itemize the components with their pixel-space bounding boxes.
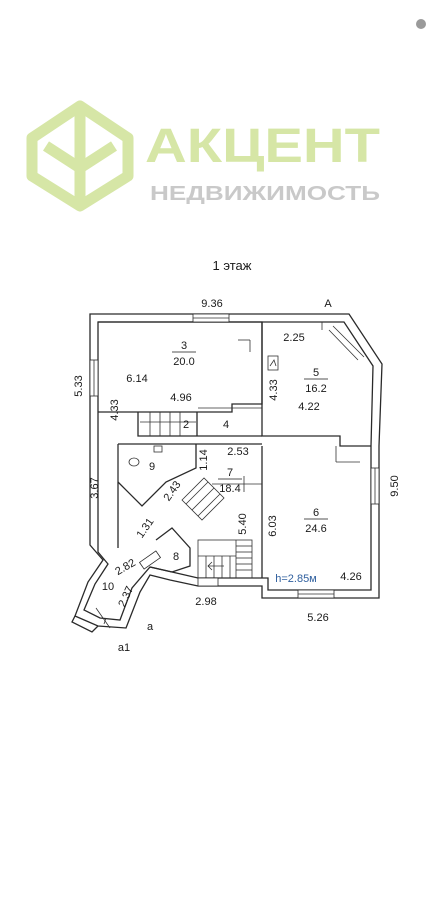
dim-left-upper: 5.33: [73, 375, 85, 396]
point-label-a: а: [147, 621, 154, 633]
dim-hall-2-53: 2.53: [227, 446, 248, 458]
dim-room5-top: 2.25: [283, 332, 304, 344]
room-labels: 3 20.0 5 16.2 7 18.4 6 24.6 2 4 9 8 10: [102, 340, 328, 593]
dim-room6-height: 6.03: [267, 515, 279, 536]
floor-title: 1 этаж: [213, 258, 252, 273]
room-3-number: 3: [181, 340, 187, 352]
room-6-number: 6: [313, 507, 319, 519]
brand-tagline: НЕДВИЖИМОСТЬ: [150, 183, 380, 205]
room-5-number: 5: [313, 367, 319, 379]
dim-room6-width: 4.26: [340, 571, 361, 583]
room-6-area: 24.6: [305, 523, 326, 535]
dim-room5-height: 4.33: [268, 379, 280, 400]
dim-diag-1-31: 1.31: [134, 516, 156, 540]
dim-stair-5-40: 5.40: [237, 513, 249, 534]
plan-windows: [89, 313, 380, 599]
dim-bottom-right: 5.26: [307, 612, 328, 624]
company-logo: АКЦЕНТ НЕДВИЖИМОСТЬ: [26, 100, 380, 212]
room-3-area: 20.0: [173, 356, 194, 368]
dim-room5-width: 4.22: [298, 401, 319, 413]
room-10-number: 10: [102, 581, 114, 593]
dim-top: 9.36: [201, 298, 222, 310]
corner-dot: [416, 19, 426, 29]
point-label-A: А: [324, 298, 332, 310]
room-9-number: 9: [149, 461, 155, 473]
dim-bay-2-82: 2.82: [113, 557, 138, 578]
room-7-number: 7: [227, 467, 233, 479]
dim-bay-2-37: 2.37: [116, 584, 136, 608]
brand-name: АКЦЕНТ: [145, 120, 380, 173]
room-5-area: 16.2: [305, 383, 326, 395]
ceiling-height-note: h=2.85м: [275, 573, 317, 585]
room-8-number: 8: [173, 551, 179, 563]
house-cubes-icon: [26, 100, 134, 212]
dim-right: 9.50: [389, 475, 401, 496]
point-labels: А а а1: [118, 298, 332, 654]
plan-walls: [71, 313, 383, 633]
dim-room3-height: 4.33: [109, 399, 121, 420]
dim-hall-1-14: 1.14: [198, 449, 210, 470]
dim-room3-width: 6.14: [126, 373, 147, 385]
room-4-number: 4: [223, 419, 229, 431]
point-label-a1: а1: [118, 642, 130, 654]
room-2-number: 2: [183, 419, 189, 431]
dim-hall-width: 4.96: [170, 392, 191, 404]
room-7-area: 18.4: [219, 483, 240, 495]
dimension-labels: 9.36 9.50 5.33 3.67 2.98 5.26 6.14 4.33 …: [73, 298, 401, 624]
dim-left-lower: 3.67: [89, 477, 101, 498]
dim-bottom-left: 2.98: [195, 596, 216, 608]
